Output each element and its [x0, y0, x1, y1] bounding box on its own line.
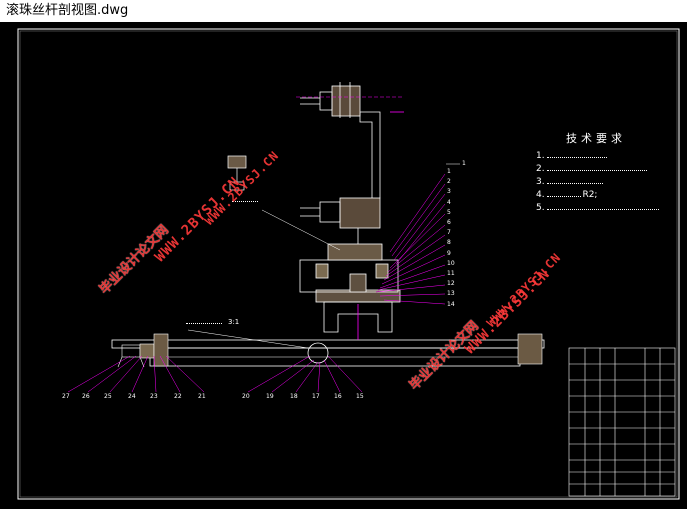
right-end-block — [517, 333, 543, 365]
part-number: 3 — [447, 188, 451, 196]
nut-detail-circle — [307, 342, 329, 364]
tech-r2: R2; — [582, 190, 598, 200]
tech-requirements-list: 1. 2. 3. 4. R2; 5. — [536, 150, 659, 215]
part-number: 23 — [150, 393, 158, 400]
part-number: 14 — [447, 300, 455, 308]
carriage — [315, 289, 401, 340]
inner-frame — [19, 30, 678, 498]
detail-scale-label: 3:1 — [186, 318, 239, 326]
tech-item: 2. — [536, 163, 659, 176]
part-number: 17 — [312, 393, 320, 400]
leader-detail — [187, 329, 309, 349]
small-part — [227, 155, 247, 191]
leaders-right — [375, 173, 446, 305]
part-number: 16 — [334, 393, 342, 400]
part-number: 9 — [447, 249, 451, 257]
part-number: 7 — [447, 229, 451, 237]
leaders-bottom — [67, 355, 363, 393]
cad-drawing — [17, 28, 680, 500]
tech-item: 5. — [536, 202, 659, 215]
part-number: 8 — [447, 239, 451, 247]
tech-requirements-title: 技术要求 — [566, 132, 626, 145]
part-number: 11 — [447, 270, 455, 277]
nut-housing — [299, 243, 399, 293]
part-number: 2 — [447, 178, 451, 186]
top-part-number: 1 — [462, 160, 466, 167]
tech-item: 1. — [536, 150, 659, 163]
upper-arm — [300, 82, 404, 244]
window-title: 滚珠丝杆剖视图.dwg — [0, 0, 687, 22]
part-number: 13 — [447, 290, 455, 298]
title-block — [568, 347, 676, 497]
part-number: 26 — [82, 393, 90, 400]
part-number: 21 — [198, 393, 206, 400]
part-number: 4 — [447, 198, 451, 206]
part-number: 5 — [447, 208, 451, 216]
part-number: 12 — [447, 280, 455, 288]
note-label — [232, 198, 258, 204]
part-number: 19 — [266, 393, 274, 400]
outer-frame — [17, 28, 680, 500]
part-number: 15 — [356, 393, 364, 400]
part-number: 27 — [62, 393, 70, 400]
leader-note — [261, 209, 341, 251]
part-number: 10 — [447, 259, 455, 267]
part-number: 20 — [242, 393, 250, 400]
part-number: 24 — [128, 393, 136, 400]
part-number: 25 — [104, 393, 112, 400]
part-number: 1 — [447, 168, 451, 175]
part-number: 6 — [447, 219, 451, 226]
part-number: 18 — [290, 393, 298, 400]
left-motor — [117, 333, 169, 368]
tech-item: 4. R2; — [536, 190, 598, 200]
tech-item: 3. — [536, 176, 659, 189]
part-number: 22 — [174, 393, 182, 400]
